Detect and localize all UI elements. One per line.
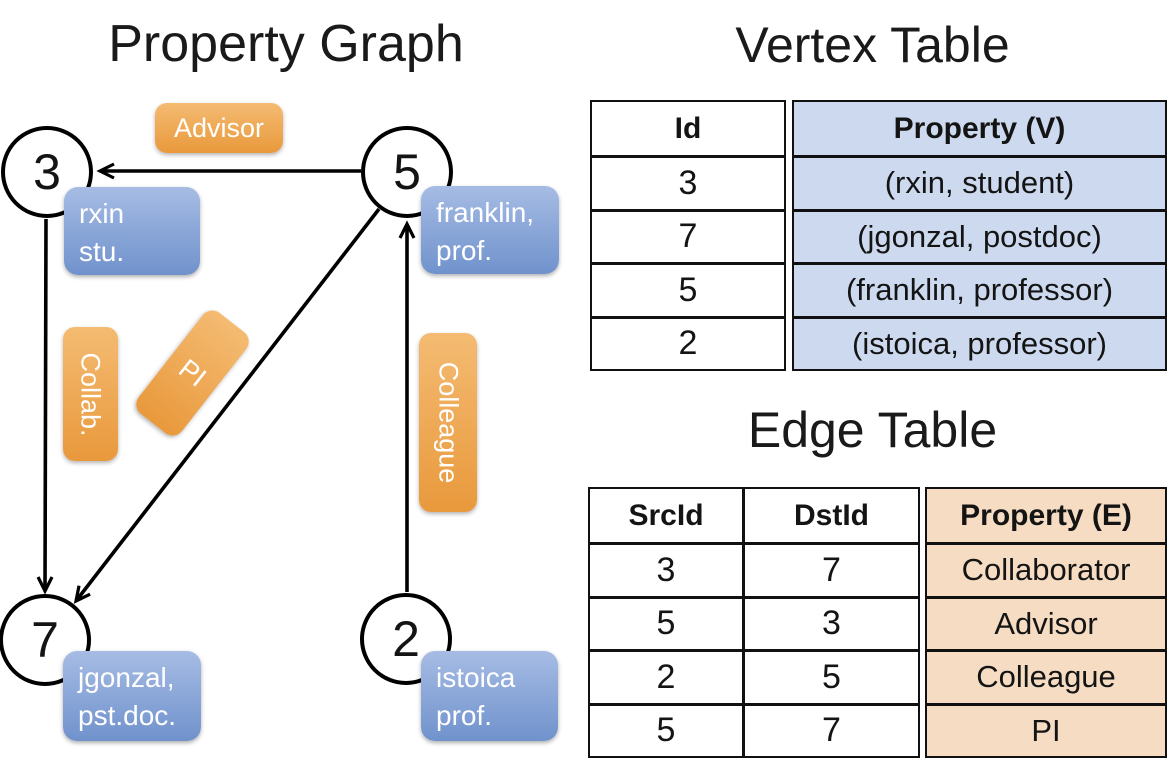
vertex-table-cell: 3 — [592, 155, 784, 209]
vertex-label-rxin: rxin stu. — [64, 187, 200, 275]
property-graph-title: Property Graph — [108, 15, 464, 73]
vertex-table-header-property: Property (V) — [893, 111, 1066, 145]
vertex-label-line2: pst.doc. — [78, 699, 177, 731]
edge-label-colleague: Colleague — [419, 333, 477, 512]
vertex-table-cell: 5 — [592, 262, 784, 316]
vertex-label-line1: franklin, — [436, 197, 535, 228]
vertex-label-franklin: franklin, prof. — [421, 186, 559, 274]
edge-table-cell: 3 — [742, 595, 918, 649]
edge-label-collab: Collab. — [63, 327, 118, 461]
vertex-label-jgonzal: jgonzal, pst.doc. — [63, 651, 201, 741]
edge-table-header-property: Property (E) — [960, 498, 1132, 532]
vertex-label-istoica: istoica prof. — [421, 651, 558, 741]
graph-edges — [36, 162, 416, 604]
edge-table-header-dstid: DstId — [742, 489, 918, 542]
vertex-table-cell: (istoica, professor) — [794, 315, 1165, 370]
edge-pi-5-to-7 — [73, 207, 381, 604]
vertex-table-cell: (franklin, professor) — [794, 262, 1165, 316]
vertex-label-line2: stu. — [79, 235, 125, 267]
vertex-table-cell: 7 — [592, 208, 784, 263]
edge-table-cell: 7 — [742, 702, 918, 756]
edge-label-text: Collab. — [76, 351, 107, 437]
edge-table-cell: Colleague — [927, 649, 1165, 703]
vertex-table-id-column: Id 3 7 5 2 — [590, 100, 786, 371]
edge-table-cell: Advisor — [927, 595, 1165, 650]
edge-label-text: Colleague — [433, 361, 464, 484]
edge-table-header-srcid: SrcId — [628, 498, 704, 532]
vertex-label-line1: jgonzal, — [78, 662, 175, 693]
node-id: 2 — [392, 611, 420, 667]
edge-table-cell: 7 — [742, 542, 918, 596]
node-id: 3 — [33, 144, 61, 200]
vertex-label-line1: istoica — [436, 662, 516, 693]
vertex-table-cell: (rxin, student) — [794, 155, 1165, 209]
node-id: 5 — [393, 144, 421, 200]
vertex-table-cell: 2 — [592, 315, 784, 370]
edge-label-text: Advisor — [173, 112, 265, 143]
edge-table-cell: PI — [927, 702, 1165, 757]
edge-label-text: PI — [173, 352, 213, 393]
edge-table-cell: 3 — [590, 542, 742, 596]
vertex-label-line2: prof. — [436, 234, 493, 266]
edge-table-cell: Collaborator — [927, 542, 1165, 596]
graph-node-2: 2 — [360, 593, 452, 685]
node-id: 7 — [31, 612, 59, 668]
vertex-label-line2: prof. — [436, 699, 493, 731]
edge-table-cell: 2 — [590, 649, 742, 703]
vertex-table-title: Vertex Table — [735, 17, 1010, 73]
vertex-table-property-column: Property (V) (rxin, student) (jgonzal, p… — [792, 100, 1167, 371]
edge-table-property-column: Property (E) Collaborator Advisor Collea… — [925, 487, 1167, 758]
edge-table-cell: 5 — [742, 649, 918, 703]
edge-table-cell: 5 — [590, 702, 742, 757]
edge-table-id-columns: SrcId DstId 3 7 5 3 2 5 5 7 — [588, 487, 920, 758]
edge-table-title: Edge Table — [747, 402, 998, 458]
graph-node-5: 5 — [361, 126, 453, 218]
edge-label-advisor: Advisor — [155, 103, 283, 153]
edge-collab-3-to-7 — [36, 218, 54, 595]
vertex-table-header-id: Id — [674, 111, 702, 145]
vertex-table-cell: (jgonzal, postdoc) — [794, 208, 1165, 263]
vertex-label-line1: rxin — [79, 198, 125, 229]
edge-table-cell: 5 — [590, 595, 742, 650]
